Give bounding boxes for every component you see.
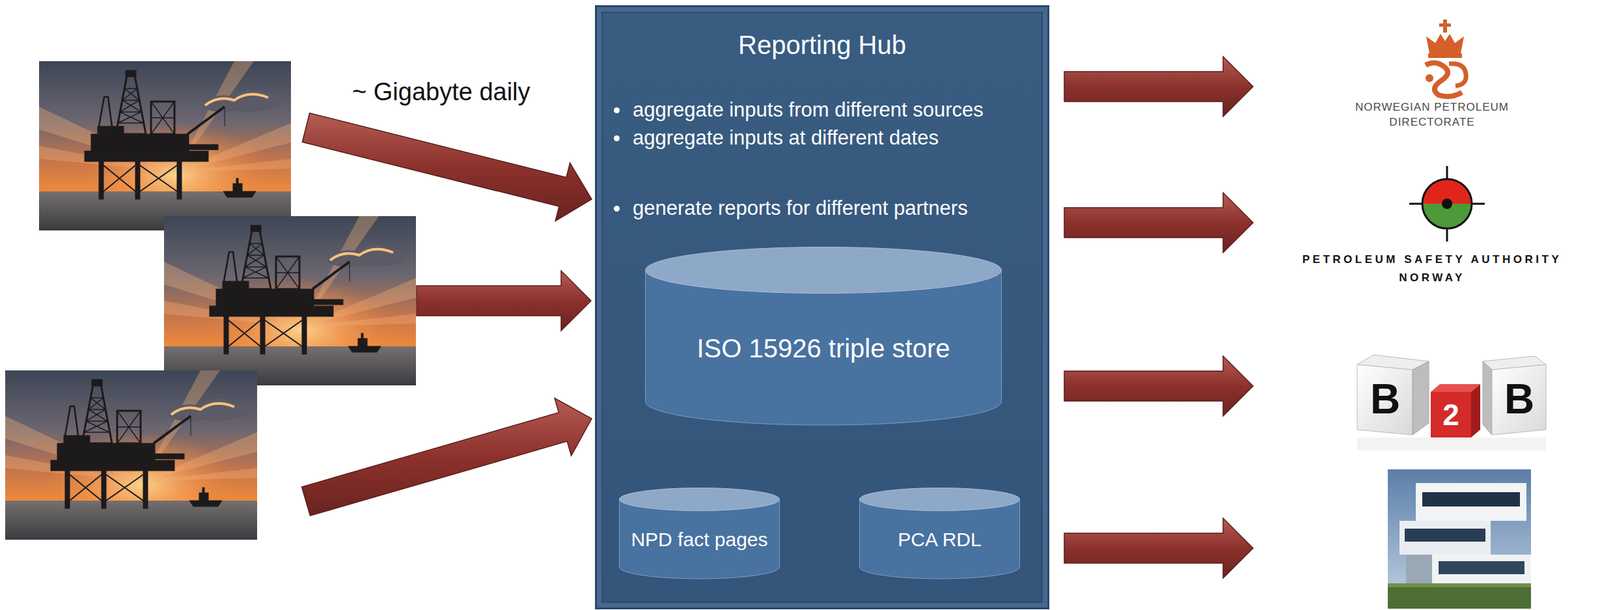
flow-arrow <box>1064 356 1254 416</box>
b2b-dice <box>1357 354 1546 451</box>
psa-logo-block: PETROLEUM SAFETY AUTHORITY NORWAY <box>1269 156 1595 291</box>
text-slot: ~ Gigabyte daily <box>352 78 531 107</box>
npd-logo <box>1425 19 1466 97</box>
text-slot: 2 <box>1442 397 1460 433</box>
graphic-path <box>1448 63 1466 86</box>
graphic-rect <box>1404 528 1486 542</box>
flow-arrow <box>302 113 592 222</box>
text-slot: B <box>1370 375 1401 424</box>
cylinder-body <box>619 499 780 579</box>
connector-arrow <box>1064 192 1254 253</box>
bullet-text: generate reports for different partners <box>632 195 968 221</box>
text-slot: aggregate inputs from different sources <box>632 97 984 122</box>
text-slot: aggregate inputs at different dates <box>632 125 939 150</box>
text-slot: Reporting Hub <box>596 29 1048 61</box>
text-slot: B <box>1504 375 1535 424</box>
building-photo <box>1387 469 1532 609</box>
graphic-rect <box>1406 554 1433 588</box>
database-cylinder: PCA RDL <box>859 487 1021 580</box>
flow-arrow <box>302 398 592 517</box>
flow-arrow <box>416 270 592 331</box>
cylinder-label: NPD fact pages <box>630 527 768 552</box>
cylinder-label: PCA RDL <box>897 527 981 552</box>
graphic-rect <box>1438 561 1525 575</box>
graphic-circle <box>1441 198 1453 209</box>
database-cylinder: ISO 15926 triple store <box>645 246 1002 426</box>
graphic-path <box>1409 165 1485 242</box>
dice-number: 2 <box>1442 397 1460 433</box>
graphic-rect <box>1428 53 1463 58</box>
graphic-polygon <box>1491 364 1546 435</box>
psa-logo <box>1409 165 1485 242</box>
graphic-rect <box>1439 23 1451 27</box>
graphic-rect <box>1387 585 1532 609</box>
graphic-polygon <box>1430 391 1472 438</box>
dice-letter: B <box>1370 375 1401 424</box>
graphic-rect <box>1422 492 1520 507</box>
graphic-rect <box>1357 437 1546 451</box>
connector-arrow <box>1064 56 1254 117</box>
graphic-rect <box>1387 583 1532 588</box>
graphic-circle <box>1422 179 1472 229</box>
database-cylinder: NPD fact pages <box>619 487 780 580</box>
platform-photo <box>39 61 291 231</box>
flow-label: ~ Gigabyte daily <box>352 78 531 107</box>
graphic-path <box>1425 62 1463 97</box>
platform-photo <box>164 216 416 386</box>
graphic-polygon <box>1482 361 1492 435</box>
logo-caption: PETROLEUM SAFETY AUTHORITY NORWAY <box>1288 250 1576 288</box>
npd-logo-block: NORWEGIAN PETROLEUM DIRECTORATE <box>1269 18 1595 134</box>
graphic-path <box>1426 33 1464 54</box>
hub-box: Reporting Hub aggregate inputs from diffe… <box>594 5 1050 610</box>
hub-title: Reporting Hub <box>738 29 907 61</box>
logo-caption: NORWEGIAN PETROLEUM DIRECTORATE <box>1334 99 1530 130</box>
text-slot: generate reports for different partners <box>632 195 968 221</box>
graphic-polygon <box>1471 384 1481 438</box>
graphic-rect <box>1387 469 1532 609</box>
graphic-rect <box>1432 554 1532 586</box>
graphic-rect <box>1415 482 1527 521</box>
cylinder-body <box>859 499 1021 579</box>
dice-letter: B <box>1504 375 1535 424</box>
cylinder-label: ISO 15926 triple store <box>696 332 950 364</box>
bullet-text: aggregate inputs from different sources <box>632 97 984 122</box>
flow-arrow <box>1064 518 1254 579</box>
graphic-polygon <box>1412 361 1429 435</box>
cylinder-top <box>645 247 1002 294</box>
cylinder-top <box>859 488 1021 511</box>
graphic-circle <box>1425 74 1434 83</box>
bullet-text: aggregate inputs at different dates <box>632 125 939 150</box>
graphic-polygon <box>1357 364 1413 435</box>
cylinder-top <box>619 488 780 511</box>
graphic-rect <box>1399 520 1491 555</box>
platform-photo <box>5 370 258 540</box>
